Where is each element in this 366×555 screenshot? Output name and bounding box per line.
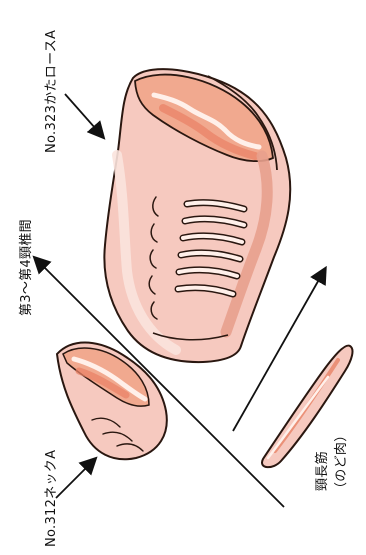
label-neck-tendon-line2: （のど肉） (334, 428, 349, 495)
label-neck-tendon-line1: 頸長筋 (314, 451, 330, 491)
label-shoulder-loin: No.323かたロースA (44, 30, 59, 153)
neck-cut (57, 343, 167, 460)
label-neck: No.312ネックA (44, 450, 59, 547)
arrow-to-shoulder-loin (65, 94, 103, 137)
label-vertebra-span: 第3〜第4頸椎間 (19, 219, 34, 316)
shoulder-loin-cut (104, 69, 290, 362)
neck-tendon-fat-line (268, 377, 328, 458)
arrow-to-neck-cut (56, 459, 95, 498)
